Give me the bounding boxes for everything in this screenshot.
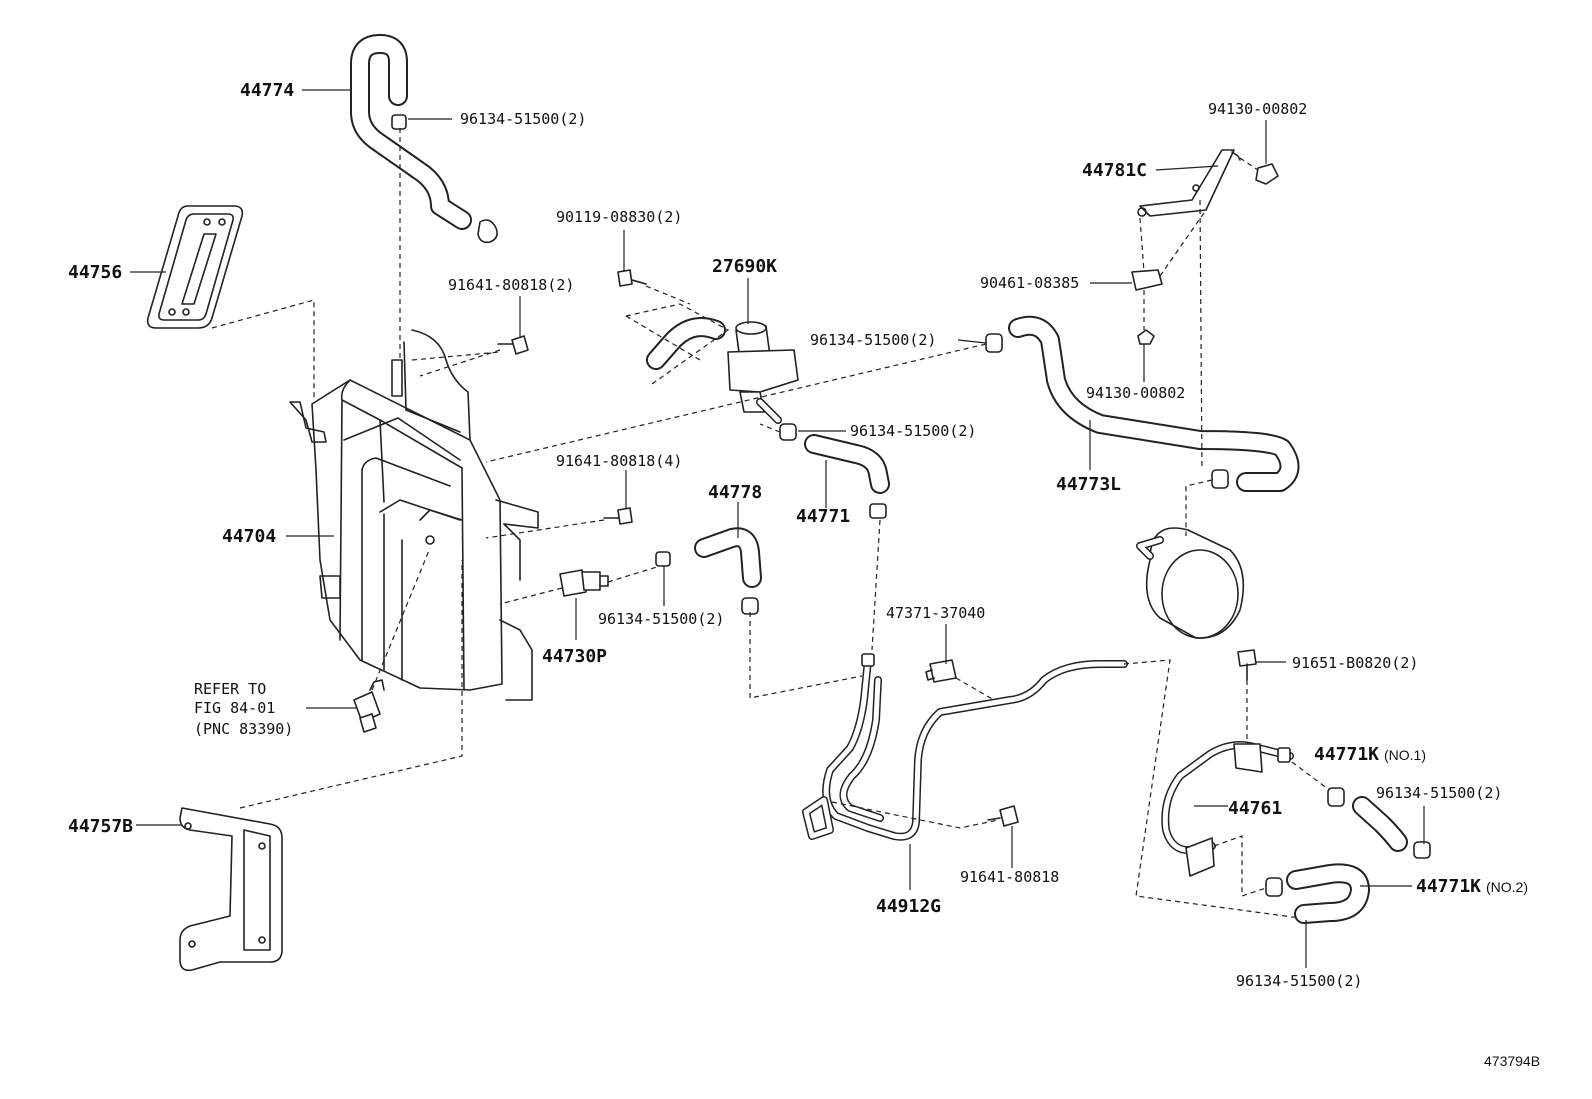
callout-44730P: 44730P (542, 646, 607, 667)
bolt-icon (617, 269, 647, 287)
callout-44774: 44774 (240, 80, 294, 101)
connector-47371-icon (925, 659, 957, 683)
clip-90461-icon (1131, 269, 1163, 291)
callout-91641-80818-a: 91641-80818(2) (448, 276, 574, 294)
callout-90119-08830: 90119-08830(2) (556, 208, 682, 226)
callout-91641-80818-b: 91641-80818(4) (556, 452, 682, 470)
hose-44778-icon (694, 527, 762, 588)
callout-96134-51500-bottom: 96134-51500(2) (1236, 972, 1362, 990)
callout-94130-00802-top: 94130-00802 (1208, 100, 1307, 118)
callout-44781C: 44781C (1082, 160, 1147, 181)
leader-lines (130, 89, 1425, 968)
valve-27690K-icon (646, 317, 799, 424)
bolt-icon (987, 805, 1019, 827)
callout-96134-51500-right: 96134-51500(2) (1376, 784, 1502, 802)
clamp-icon (1211, 469, 1229, 489)
refer-to-line2: FIG 84-01 (194, 699, 275, 717)
callout-labels: 44774 96134-51500(2) 44756 90119-08830(2… (68, 80, 1540, 1069)
callout-96134-51500-valve: 96134-51500(2) (810, 331, 936, 349)
hose-44773L-icon (1008, 315, 1300, 492)
tube-44761-icon (1161, 741, 1294, 877)
diagram-id: 473794B (1484, 1053, 1540, 1069)
callout-44756: 44756 (68, 262, 122, 283)
callout-96134-51500-mid: 96134-51500(2) (850, 422, 976, 440)
clamp-icon (655, 333, 1003, 615)
callout-44771K-no2-tag: (NO.2) (1486, 879, 1528, 895)
reservoir-tank-44704-icon (289, 329, 539, 701)
bracket-44757B-icon (179, 807, 283, 972)
callout-96134-51500-low: 96134-51500(2) (598, 610, 724, 628)
callout-44761: 44761 (1228, 798, 1282, 819)
callout-90461-08385: 90461-08385 (980, 274, 1079, 292)
callout-44771K-no1: 44771K (1314, 744, 1379, 765)
callout-44757B: 44757B (68, 816, 133, 837)
bolt-icon (497, 335, 633, 525)
hose-44771K-no1-icon (1352, 796, 1408, 852)
callout-94130-00802-mid: 94130-00802 (1086, 384, 1185, 402)
callout-44771: 44771 (796, 506, 850, 527)
pressure-switch-icon (353, 679, 385, 733)
callout-44771K-no1-tag: (NO.1) (1384, 747, 1426, 763)
bolt-icon (1237, 649, 1257, 681)
callout-44771K-no2: 44771K (1416, 876, 1481, 897)
callout-44773L: 44773L (1056, 474, 1121, 495)
callout-96134-51500-top: 96134-51500(2) (460, 110, 586, 128)
callout-27690K: 27690K (712, 256, 777, 277)
oil-cooler-icon (1136, 527, 1245, 639)
callout-91641-80818-c: 91641-80818 (960, 868, 1059, 886)
callout-44704: 44704 (222, 526, 276, 547)
nut-icon (1137, 163, 1279, 345)
hose-44771K-no2-icon (1286, 863, 1370, 924)
refer-to-line3: (PNC 83390) (194, 720, 293, 738)
callout-44912G: 44912G (876, 896, 941, 917)
cover-plate-44756-icon (146, 205, 244, 329)
callout-91651-B0820: 91651-B0820(2) (1292, 654, 1418, 672)
refer-to-line1: REFER TO (194, 680, 266, 698)
hose-44771-icon (804, 434, 890, 494)
bracket-44781C-icon (1137, 149, 1241, 217)
pressure-switch-44730P-icon (559, 569, 609, 597)
callout-44778: 44778 (708, 482, 762, 503)
tube-44912G-icon (802, 653, 1128, 841)
clamp-icon (391, 114, 498, 244)
hose-44774-icon (350, 34, 472, 230)
callout-47371-37040: 47371-37040 (886, 604, 985, 622)
